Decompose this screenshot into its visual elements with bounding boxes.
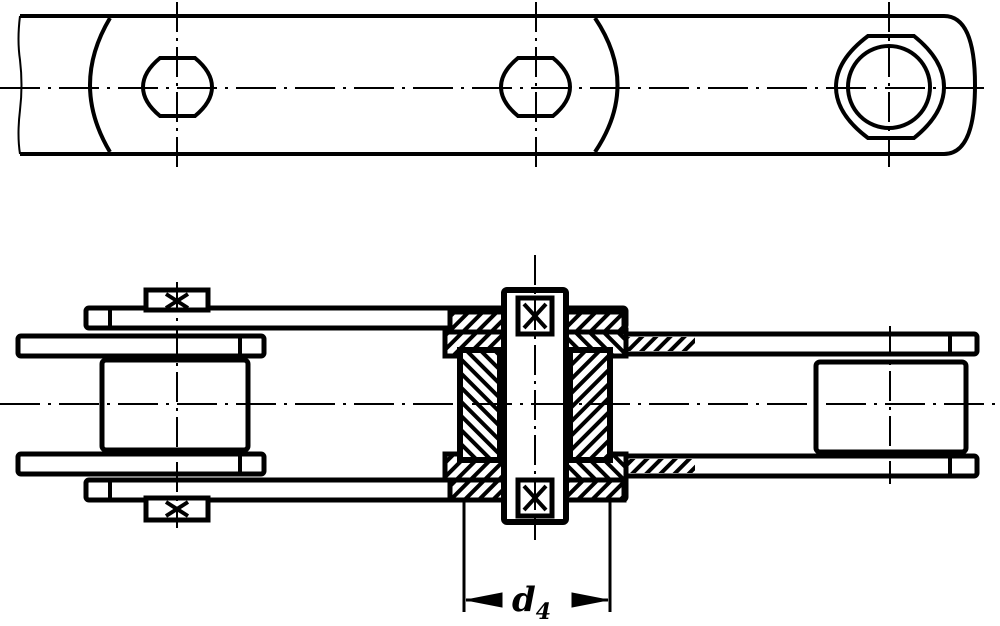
dimension-label-main: d	[512, 580, 536, 620]
oval-hole-left	[140, 56, 215, 118]
side-view	[0, 2, 990, 172]
oval-hole-middle	[498, 56, 573, 118]
dimension-label: d4	[512, 580, 551, 625]
bushing-outer	[833, 34, 947, 140]
dimension-d4	[462, 500, 612, 612]
section-view	[0, 255, 995, 540]
dimension-label-sub: 4	[535, 598, 552, 625]
